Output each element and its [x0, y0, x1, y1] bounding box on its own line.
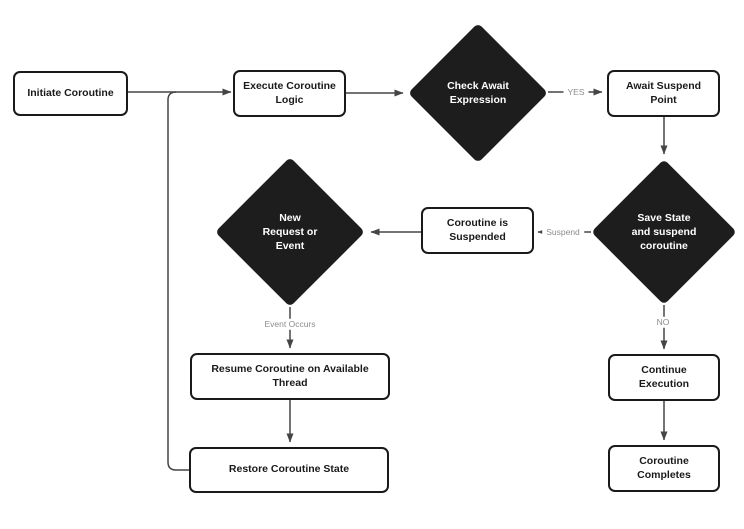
- node-coroutine-completes: Coroutine Completes: [608, 445, 720, 492]
- decision-label: New Request or Event: [262, 211, 318, 253]
- node-restore-coroutine-state: Restore Coroutine State: [189, 447, 389, 493]
- decision-check-await-expression: Check Await Expression: [407, 22, 549, 164]
- decision-label: Check Await Expression: [447, 79, 509, 106]
- node-resume-coroutine-on-available-thread: Resume Coroutine on Available Thread: [190, 353, 390, 400]
- node-await-suspend-point: Await Suspend Point: [607, 70, 720, 117]
- decision-new-request-or-event: New Request or Event: [215, 157, 365, 307]
- edge-label-event-occurs: Event Occurs: [260, 318, 320, 330]
- node-execute-coroutine-logic: Execute Coroutine Logic: [233, 70, 346, 117]
- decision-label: Save State and suspend coroutine: [631, 211, 697, 253]
- edge-label-suspend: Suspend: [542, 226, 584, 238]
- decision-save-state-and-suspend: Save State and suspend coroutine: [591, 159, 737, 305]
- edge-label-no: NO: [652, 316, 674, 328]
- node-coroutine-is-suspended: Coroutine is Suspended: [421, 207, 534, 254]
- edge-restore-feedback-loop: [167, 91, 189, 471]
- edge-label-yes: YES: [563, 86, 589, 98]
- node-continue-execution: Continue Execution: [608, 354, 720, 401]
- node-initiate-coroutine: Initiate Coroutine: [13, 71, 128, 116]
